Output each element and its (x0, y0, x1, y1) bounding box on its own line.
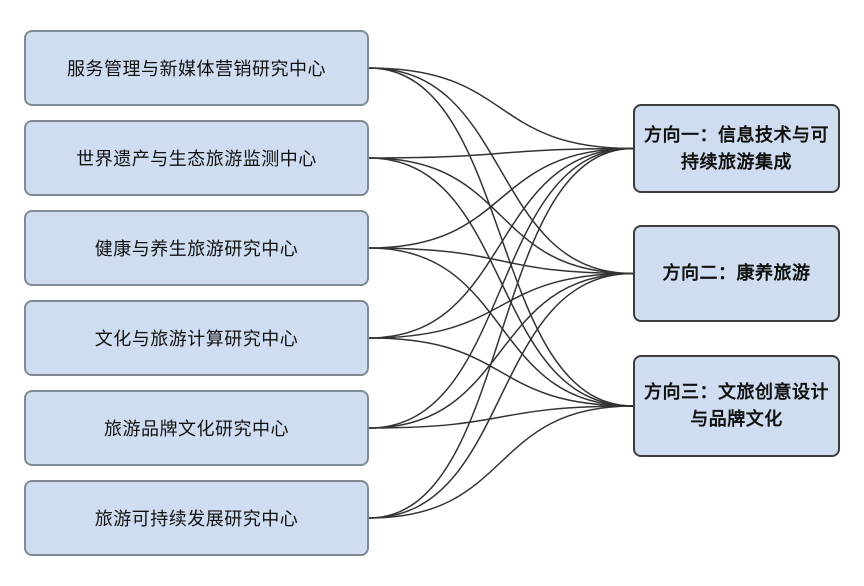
research-center-label: 旅游可持续发展研究中心 (94, 509, 299, 529)
edge-line (368, 272, 634, 429)
research-center-label: 文化与旅游计算研究中心 (94, 329, 299, 349)
edge-line (368, 147, 634, 249)
edge-line (368, 337, 634, 407)
research-center-label: 旅游品牌文化研究中心 (104, 419, 289, 439)
edge-line (368, 67, 634, 275)
edge-line (368, 67, 634, 150)
direction-label: 方向二：康养旅游 (662, 263, 811, 283)
research-center-node: 健康与养生旅游研究中心 (24, 210, 369, 286)
edge-line (368, 157, 634, 275)
edge-line (368, 272, 634, 519)
edge-line (368, 247, 634, 275)
edge-line (368, 272, 634, 339)
research-center-node: 服务管理与新媒体营销研究中心 (24, 30, 369, 106)
edge-line (368, 147, 634, 339)
research-center-label: 世界遗产与生态旅游监测中心 (76, 149, 317, 169)
research-center-node: 文化与旅游计算研究中心 (24, 300, 369, 376)
direction-node: 方向三：文旅创意设计 与品牌文化 (633, 355, 840, 457)
research-center-label: 健康与养生旅游研究中心 (94, 239, 299, 259)
direction-label: 方向一：信息技术与可 持续旅游集成 (644, 124, 829, 172)
edge-line (368, 147, 634, 429)
edge-line (368, 405, 634, 519)
edge-line (368, 247, 634, 407)
direction-node: 方向一：信息技术与可 持续旅游集成 (633, 104, 840, 193)
research-center-node: 旅游可持续发展研究中心 (24, 480, 369, 556)
research-center-node: 世界遗产与生态旅游监测中心 (24, 120, 369, 196)
direction-label: 方向三：文旅创意设计 与品牌文化 (644, 382, 829, 429)
edge-line (368, 67, 634, 407)
research-center-label: 服务管理与新媒体营销研究中心 (67, 59, 326, 79)
edge-line (368, 147, 634, 159)
edge-line (368, 405, 634, 429)
edge-line (368, 157, 634, 407)
edge-line (368, 147, 634, 519)
research-center-node: 旅游品牌文化研究中心 (24, 390, 369, 466)
direction-node: 方向二：康养旅游 (633, 225, 840, 322)
